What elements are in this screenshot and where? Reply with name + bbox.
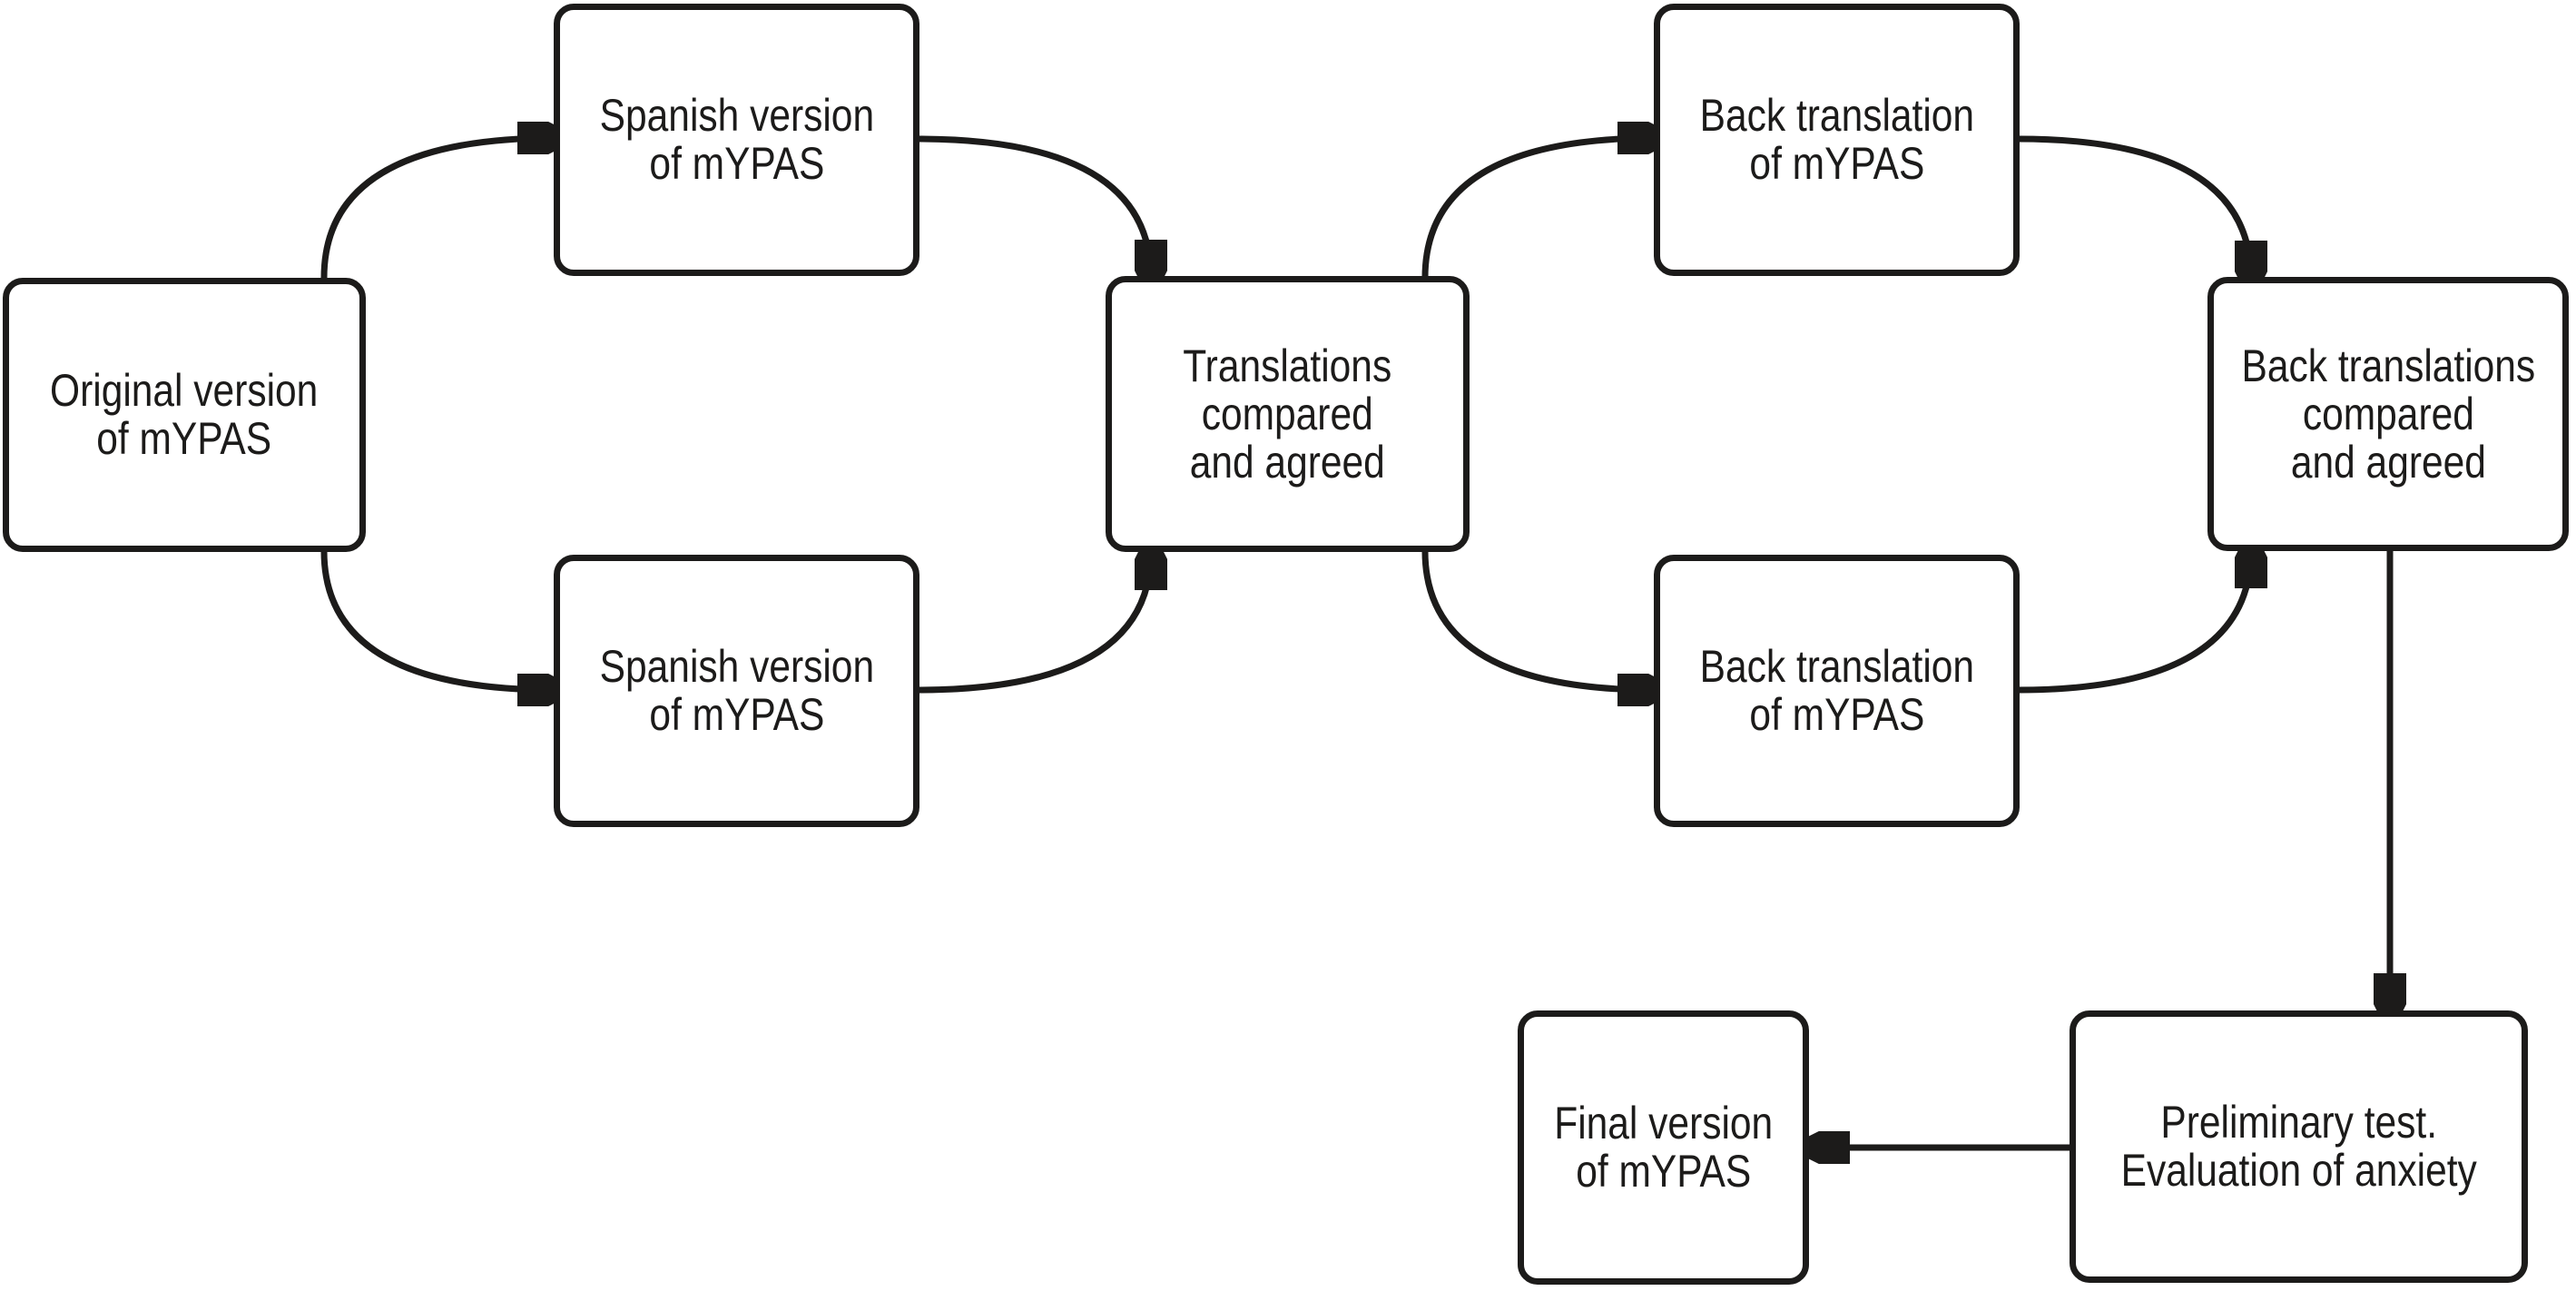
node-spanish-version-top: Spanish version of mYPAS xyxy=(554,4,919,276)
edge-back-bottom-to-back-compared xyxy=(2017,550,2251,694)
node-back-translation-bottom-label: Back translation of mYPAS xyxy=(1699,641,1974,740)
edge-spanish-bottom-to-translations xyxy=(917,552,1151,694)
edge-translations-to-back-bottom xyxy=(1421,550,1656,690)
edge-original-to-spanish-top xyxy=(320,138,556,279)
node-translations-compared-label: Translations compared and agreed xyxy=(1183,340,1392,488)
node-spanish-version-top-label: Spanish version of mYPAS xyxy=(599,90,874,189)
node-back-translations-compared: Back translations compared and agreed xyxy=(2207,277,2569,551)
node-spanish-version-bottom: Spanish version of mYPAS xyxy=(554,555,919,827)
edge-spanish-top-to-translations xyxy=(917,135,1151,278)
edge-back-top-to-back-compared xyxy=(2017,135,2251,279)
node-back-translation-top: Back translation of mYPAS xyxy=(1654,4,2020,276)
node-back-translations-compared-label: Back translations compared and agreed xyxy=(2241,340,2535,488)
node-original-version: Original version of mYPAS xyxy=(3,278,366,552)
node-preliminary-test-label: Preliminary test. Evaluation of anxiety xyxy=(2120,1097,2477,1196)
edge-original-to-spanish-bottom xyxy=(320,550,556,690)
node-preliminary-test: Preliminary test. Evaluation of anxiety xyxy=(2070,1010,2528,1283)
node-back-translation-bottom: Back translation of mYPAS xyxy=(1654,555,2020,827)
node-original-version-label: Original version of mYPAS xyxy=(50,365,319,464)
node-final-version: Final version of mYPAS xyxy=(1518,1010,1809,1285)
node-final-version-label: Final version of mYPAS xyxy=(1554,1098,1773,1197)
node-translations-compared: Translations compared and agreed xyxy=(1106,276,1470,552)
node-spanish-version-bottom-label: Spanish version of mYPAS xyxy=(599,641,874,740)
edge-translations-to-back-top xyxy=(1421,138,1656,279)
node-back-translation-top-label: Back translation of mYPAS xyxy=(1699,90,1974,189)
